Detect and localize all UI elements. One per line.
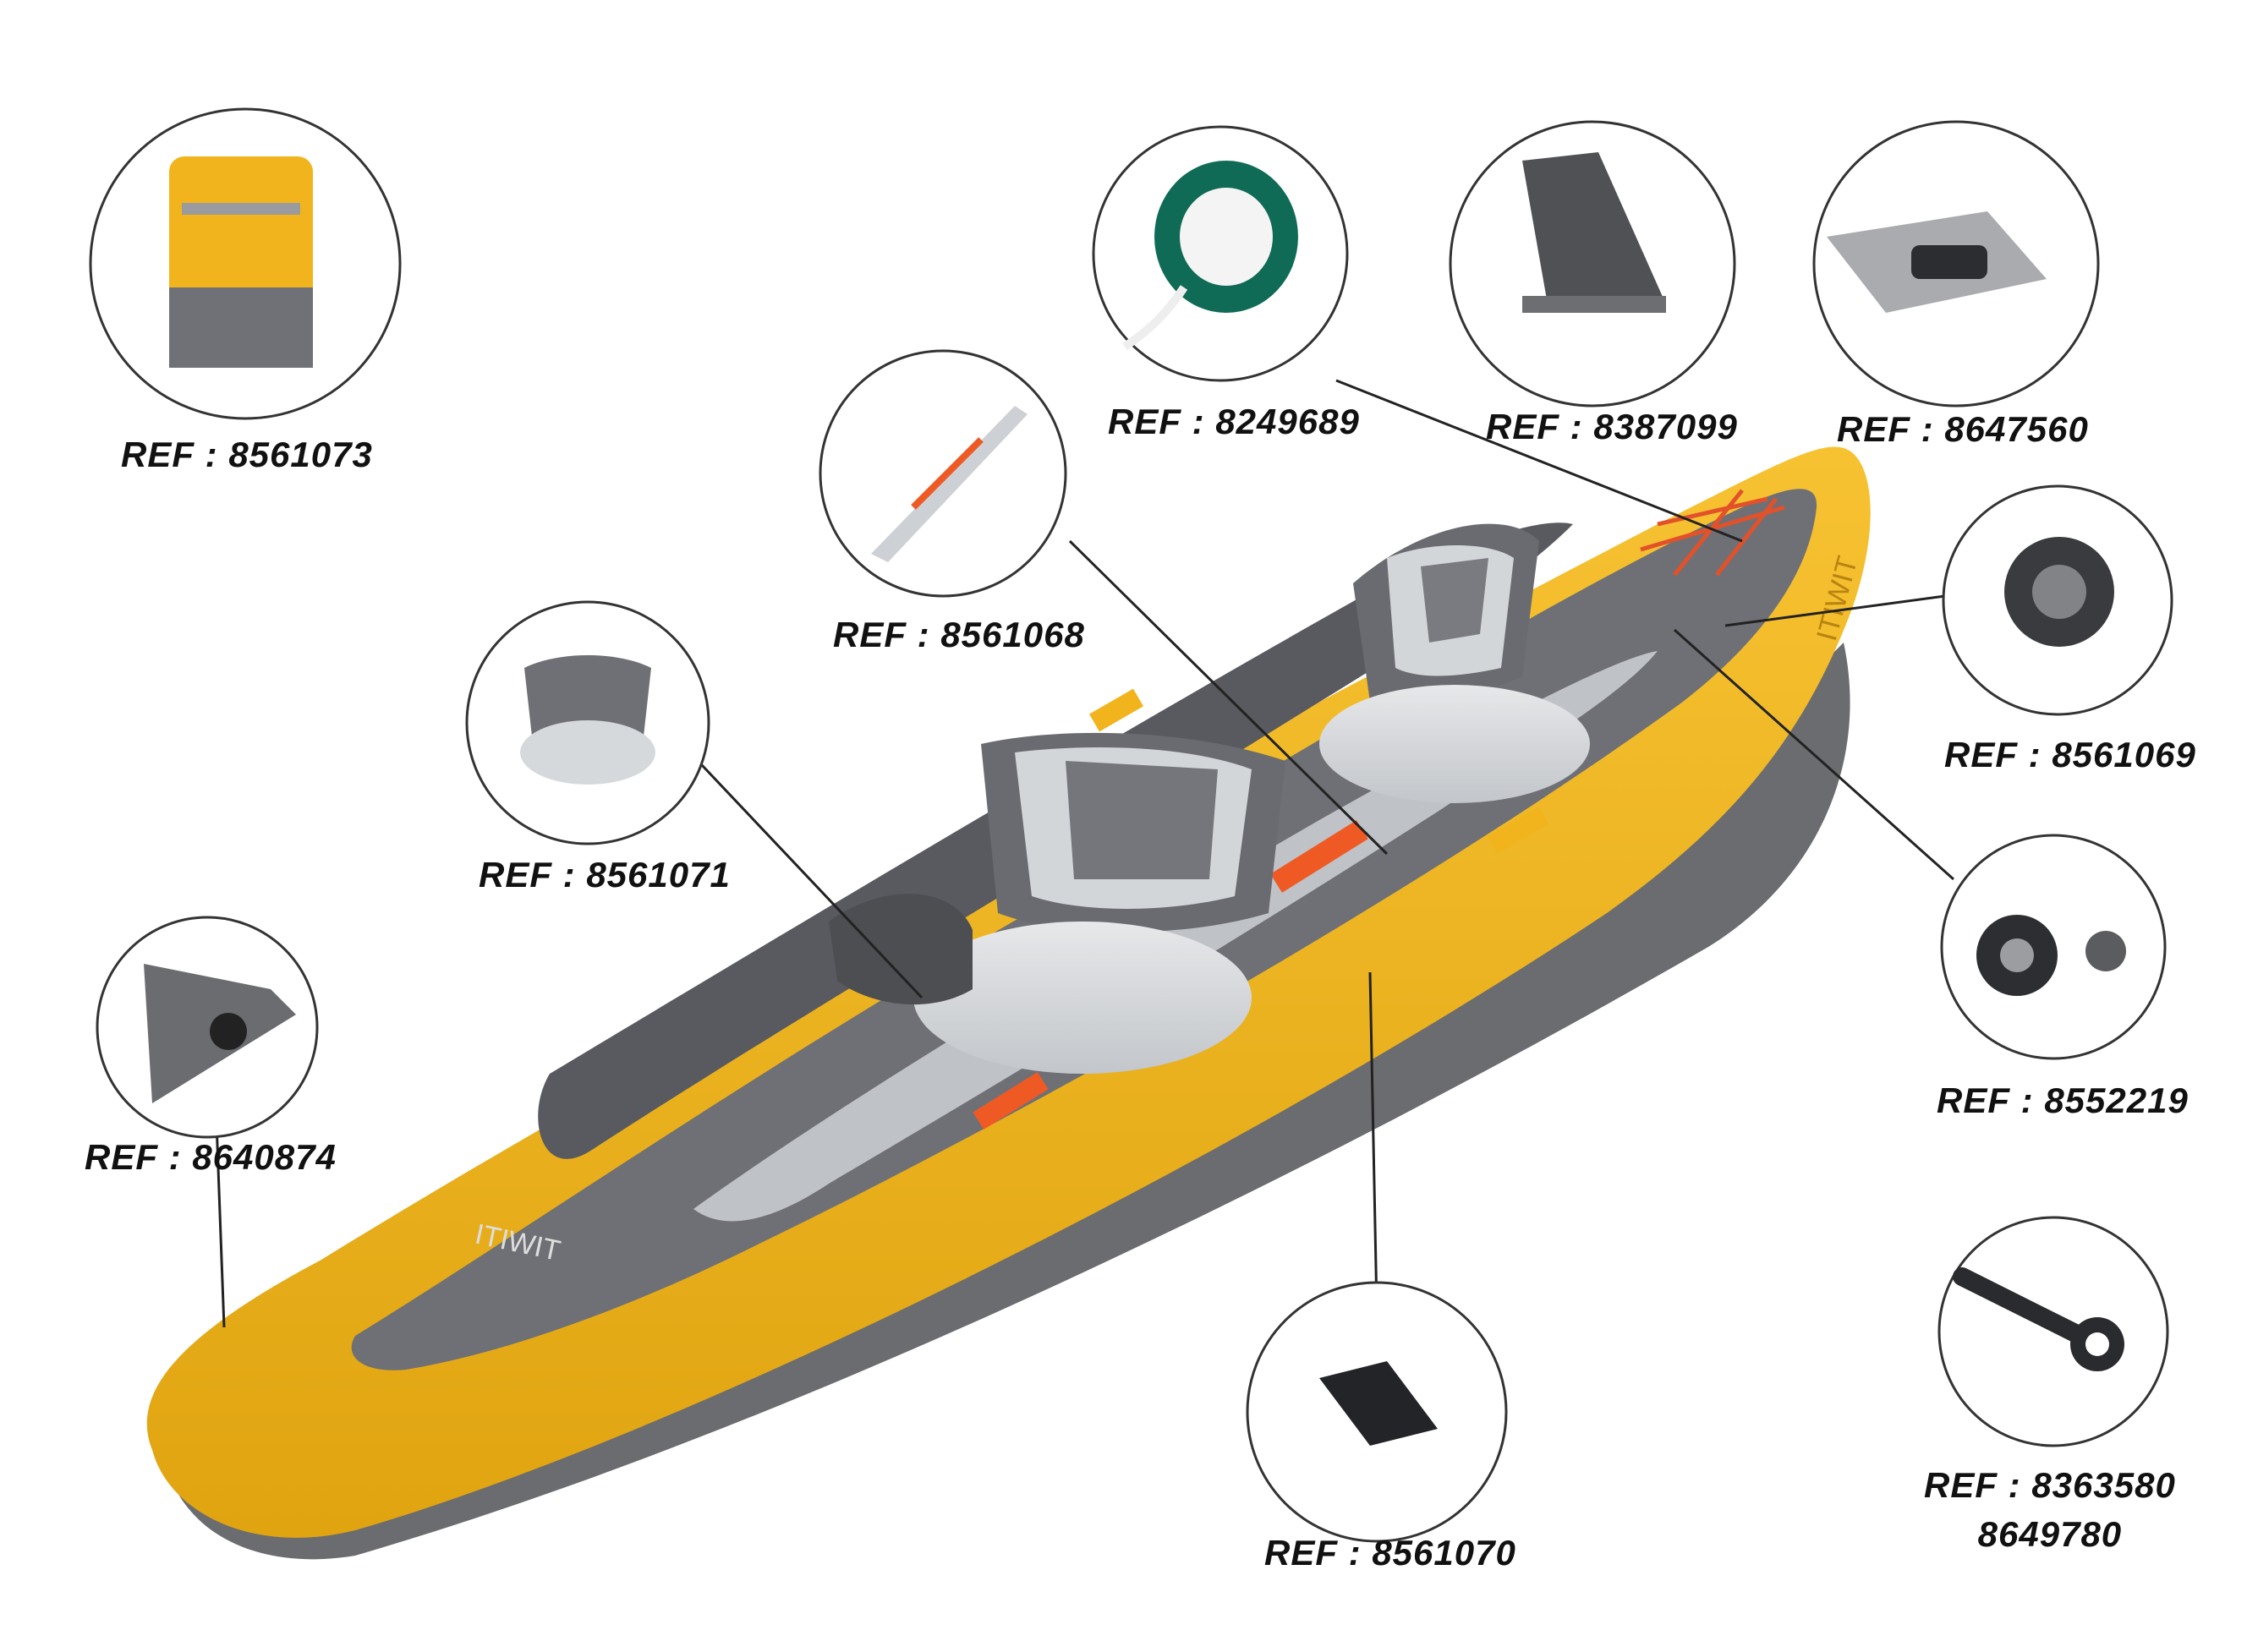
ref-label-strap: REF : 8561070 (1264, 1533, 1516, 1573)
callout-wrench (1937, 1216, 2169, 1447)
kayak: ITIWIT ITIWIT (146, 446, 1871, 1560)
front-seat (913, 732, 1285, 1074)
callout-fin-box (1812, 120, 2100, 408)
callout-fin (1449, 120, 1736, 408)
floor-stripe-rear (973, 1071, 1049, 1130)
ref-label-rope: REF : 8249689 (1108, 402, 1360, 441)
fin-icon (1522, 152, 1666, 304)
rear-seat (1319, 523, 1590, 803)
ref-label-valve-adapter: REF : 8552219 (1937, 1080, 2189, 1120)
ref-label-wrench-line1: REF : 8363580 (1924, 1465, 2176, 1505)
ref-label-seat: REF : 8561071 (479, 855, 731, 894)
wrench-icon (1953, 1267, 2090, 1345)
seat-icon (524, 655, 651, 744)
ref-label-wrench-line2: 8649780 (1977, 1514, 2123, 1554)
strap-right (1487, 807, 1549, 854)
ref-label-footrest-pad: REF : 8561068 (833, 615, 1085, 654)
callout-footrest-pad (819, 349, 1067, 598)
callout-valve-adapter (1940, 834, 2167, 1060)
floor-stripe-front (1270, 820, 1368, 893)
callout-seat (465, 600, 710, 845)
ref-label-spray-deck: REF : 8640874 (85, 1137, 337, 1177)
ref-label-valve: REF : 8561069 (1944, 735, 2196, 774)
callout-spray-deck (96, 916, 319, 1139)
callout-valve (1942, 484, 2173, 716)
ref-label-fin: REF : 8387099 (1486, 407, 1738, 446)
callout-bag (89, 107, 402, 420)
leader-lines (214, 379, 1954, 1328)
callout-rope (1092, 125, 1349, 382)
strap-icon (1319, 1361, 1438, 1446)
pad-icon (871, 406, 1028, 562)
ref-label-fin-box: REF : 8647560 (1837, 409, 2089, 449)
side-cushion (829, 894, 973, 1005)
ref-label-wrench: REF : 8363580 8649780 (1924, 1461, 2176, 1559)
ref-label-bag: REF : 8561073 (121, 435, 373, 474)
callout-strap (1246, 1281, 1508, 1543)
strap-left (1089, 688, 1143, 732)
